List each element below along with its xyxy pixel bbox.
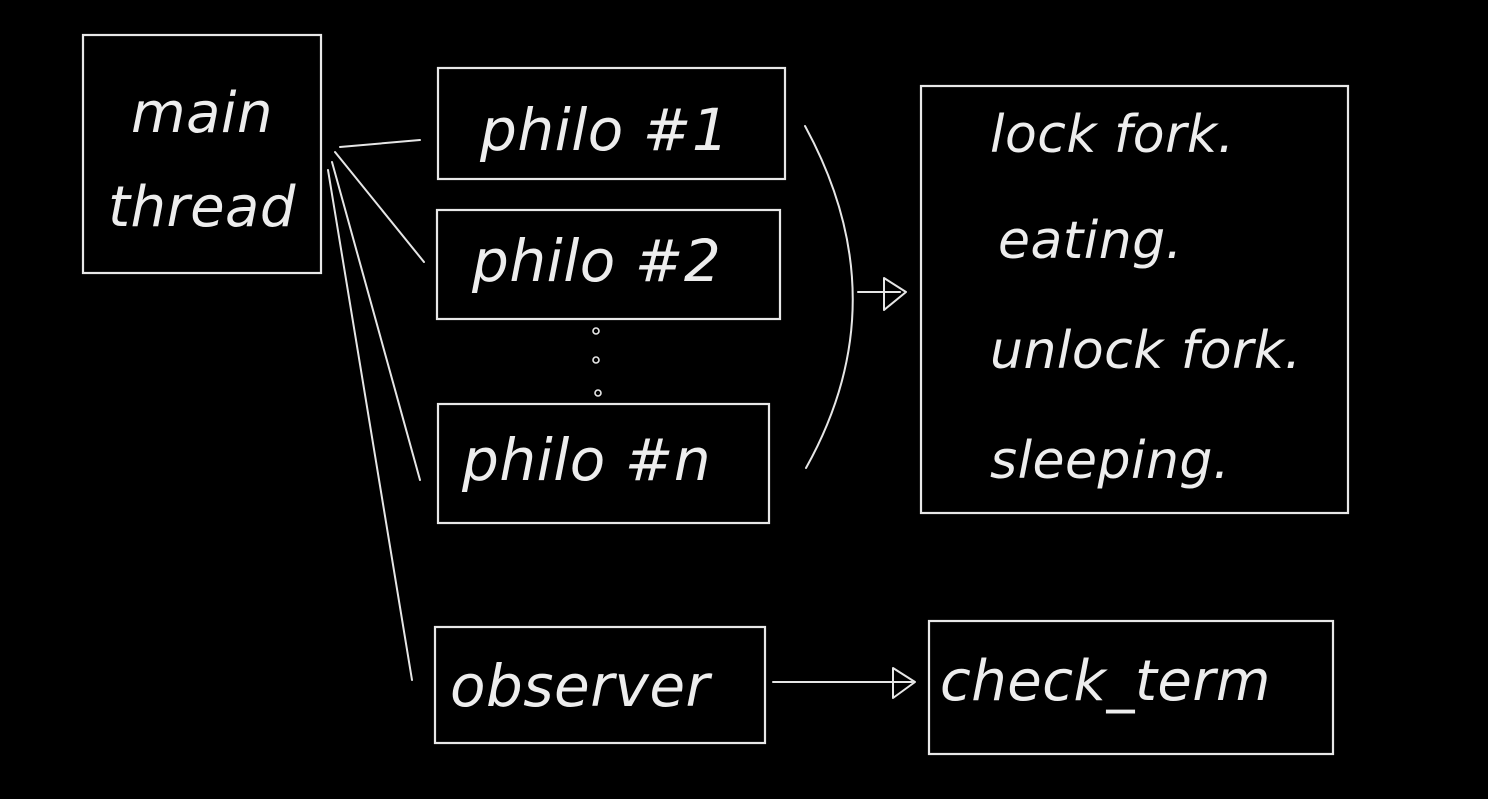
main-thread-label-line1: main: [131, 81, 273, 146]
check-term-label: check_term: [940, 649, 1271, 714]
main-thread-label-line2: thread: [108, 175, 296, 240]
main-thread-connectors: [327, 139, 425, 681]
arrow-observer-to-check-term-head: [892, 667, 916, 699]
ellipsis-dots: [592, 327, 602, 397]
routine-step-eating: eating.: [998, 211, 1183, 271]
philo-node-n: philo #n: [436, 402, 771, 525]
main-thread-node: main thread: [81, 33, 323, 275]
philo-routine-box: [919, 84, 1350, 515]
main-thread-box: [81, 33, 323, 275]
arrow-philos-to-routine-head: [883, 277, 907, 311]
routine-step-lock-fork: lock fork.: [990, 105, 1235, 165]
philo-node-1: philo #1: [436, 66, 787, 181]
arrow-observer-to-check-term: [772, 667, 916, 699]
philo-node-2: philo #2: [435, 208, 782, 321]
ellipsis-dot-1: [592, 327, 600, 335]
observer-box: [433, 625, 767, 745]
observer-label: observer: [450, 652, 713, 720]
philo-box-1: [436, 66, 787, 181]
philo-label-1: philo #1: [479, 96, 729, 164]
philo-label-2: philo #2: [471, 227, 721, 295]
philo-box-n: [436, 402, 771, 525]
connector-main-to-philo-n: [331, 161, 421, 481]
connector-main-to-observer: [327, 169, 413, 681]
check-term-node: check_term: [927, 619, 1335, 756]
philo-group-bracket: [804, 125, 854, 469]
observer-node: observer: [433, 625, 767, 745]
ellipsis-dot-3: [594, 389, 602, 397]
ellipsis-dot-2: [592, 356, 600, 364]
connector-main-to-philo-1: [339, 139, 421, 148]
philo-routine-node: lock fork. eating. unlock fork. sleeping…: [919, 84, 1350, 515]
philo-label-n: philo #n: [461, 426, 711, 494]
arrow-philos-to-routine: [857, 277, 907, 311]
routine-step-unlock-fork: unlock fork.: [990, 321, 1302, 381]
connector-main-to-philo-2: [334, 151, 425, 263]
check-term-box: [927, 619, 1335, 756]
routine-step-sleeping: sleeping.: [990, 431, 1230, 491]
philo-box-2: [435, 208, 782, 321]
